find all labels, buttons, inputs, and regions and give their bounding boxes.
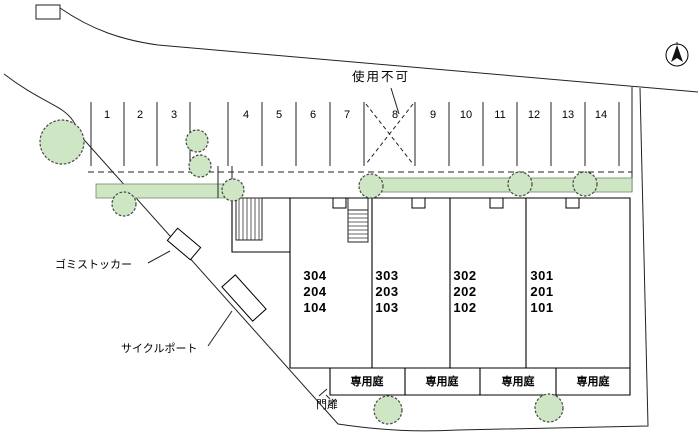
unit-room-numbers: 301 201 101 bbox=[527, 268, 557, 316]
garden-label: 専用庭 bbox=[501, 376, 535, 388]
garden-label: 専用庭 bbox=[350, 376, 384, 388]
tree-icon bbox=[507, 171, 533, 197]
building-outline bbox=[231, 197, 631, 396]
garbage-stocker-label: ゴミストッカー bbox=[55, 259, 132, 271]
room-number: 204 bbox=[303, 284, 327, 299]
parking-space-number: 2 bbox=[136, 109, 144, 121]
parking-space-number: 9 bbox=[429, 109, 437, 121]
tree-icon bbox=[188, 154, 212, 178]
cycle-port-leader-line bbox=[207, 310, 233, 347]
entrance-stairs-icon bbox=[235, 197, 263, 241]
gate-label: 門扉 bbox=[316, 399, 338, 411]
room-number: 103 bbox=[375, 300, 399, 315]
room-number: 302 bbox=[453, 268, 477, 283]
room-number: 201 bbox=[530, 284, 554, 299]
entry-door bbox=[565, 197, 580, 209]
room-number: 102 bbox=[453, 300, 477, 315]
entry-door bbox=[332, 197, 347, 209]
unusable-leader-line bbox=[390, 87, 400, 115]
parking-space-number: 5 bbox=[275, 109, 283, 121]
garbage-leader-line bbox=[147, 250, 171, 264]
parking-space-number: 11 bbox=[494, 109, 506, 121]
garbage-stocker-box bbox=[166, 227, 202, 261]
north-compass-icon bbox=[665, 42, 689, 67]
room-number: 304 bbox=[303, 268, 327, 283]
tree-icon bbox=[373, 395, 403, 425]
room-number: 202 bbox=[453, 284, 477, 299]
garden-label: 専用庭 bbox=[576, 376, 610, 388]
parking-space-number: 12 bbox=[527, 109, 541, 121]
tree-icon bbox=[39, 119, 85, 165]
unusable-x-mark bbox=[365, 103, 414, 165]
tree-icon bbox=[358, 173, 384, 199]
room-number: 301 bbox=[530, 268, 554, 283]
parking-space-number: 13 bbox=[561, 109, 575, 121]
room-number: 101 bbox=[530, 300, 554, 315]
parking-space-number: 3 bbox=[170, 109, 178, 121]
parking-space-number: 7 bbox=[343, 109, 351, 121]
room-number: 104 bbox=[303, 300, 327, 315]
parking-space-number: 10 bbox=[459, 109, 473, 121]
parking-space-number-unusable: 8 bbox=[391, 109, 399, 121]
parking-space-number: 4 bbox=[242, 109, 250, 121]
inner-stairs-icon bbox=[347, 198, 369, 243]
trees bbox=[39, 119, 598, 425]
room-number: 303 bbox=[375, 268, 399, 283]
unusable-label: 使用不可 bbox=[352, 70, 411, 84]
site-features bbox=[147, 227, 337, 407]
tree-icon bbox=[572, 171, 598, 197]
entry-door bbox=[489, 197, 504, 209]
unit-room-numbers: 302 202 102 bbox=[450, 268, 480, 316]
corner-structure bbox=[35, 4, 61, 20]
tree-icon bbox=[534, 393, 564, 423]
parking-space-number: 14 bbox=[594, 109, 608, 121]
cycle-port-box bbox=[221, 274, 267, 322]
parking-space-number: 1 bbox=[103, 109, 111, 121]
entry-door bbox=[411, 197, 426, 209]
gate-icon bbox=[318, 388, 337, 407]
tree-icon bbox=[221, 178, 245, 202]
road-edge-line bbox=[59, 7, 699, 93]
cycle-port-label: サイクルポート bbox=[121, 343, 198, 355]
parking-space-number: 6 bbox=[309, 109, 317, 121]
room-number: 203 bbox=[375, 284, 399, 299]
unit-room-numbers: 303 203 103 bbox=[372, 268, 402, 316]
tree-icon bbox=[111, 191, 137, 217]
garden-label: 専用庭 bbox=[425, 376, 459, 388]
tree-icon bbox=[185, 129, 209, 153]
unit-room-numbers: 304 204 104 bbox=[300, 268, 330, 316]
